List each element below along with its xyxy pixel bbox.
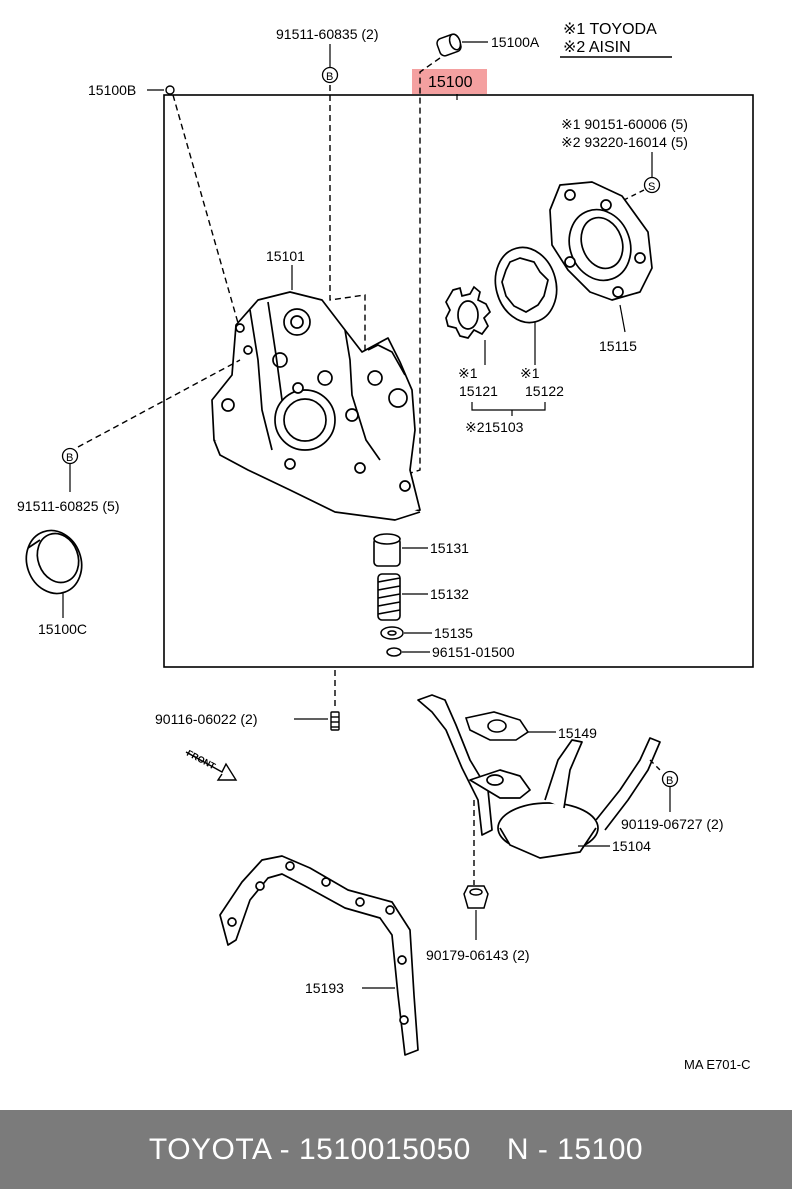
label-stud[interactable]: 90116-06022 (2) — [155, 711, 257, 727]
legend-note-toyoda: ※1 TOYODA — [563, 21, 657, 38]
mark-b-top-letter: B — [326, 71, 333, 83]
part-15100B-icon — [165, 85, 175, 95]
label-96151[interactable]: 96151-01500 — [432, 644, 515, 660]
gasket-15193 — [219, 855, 419, 1056]
dash-bolt-side — [77, 359, 241, 448]
oil-seal-15100C — [25, 529, 83, 595]
assembly-highlight — [412, 69, 487, 94]
stud-icon — [330, 711, 340, 731]
label-bolt-b2[interactable]: 90119-06727 (2) — [621, 816, 723, 832]
label-15121-mark: ※1 — [458, 365, 478, 381]
pump-cover-15115 — [549, 181, 653, 301]
bracket-15103 — [471, 402, 546, 416]
label-15103[interactable]: ※215103 — [465, 419, 524, 435]
driven-rotor-15122 — [494, 246, 558, 324]
nut-icon — [463, 885, 489, 909]
clip-96151 — [386, 647, 402, 657]
label-15104[interactable]: 15104 — [612, 838, 651, 854]
plug-15100A-icon — [436, 33, 462, 57]
label-15100A[interactable]: 15100A — [491, 34, 540, 50]
retainer-15135 — [380, 626, 404, 640]
mark-b-side — [61, 447, 79, 465]
mark-s-letter: S — [648, 181, 655, 193]
label-15101[interactable]: 15101 — [266, 248, 305, 264]
relief-valve-15131 — [373, 533, 401, 567]
legend-note-aisin: ※2 AISIN — [563, 39, 631, 56]
diagram-code: MA E701-C — [684, 1057, 750, 1072]
label-15122-mark: ※1 — [520, 365, 540, 381]
label-15100C[interactable]: 15100C — [38, 621, 87, 637]
mark-s — [643, 176, 661, 194]
footer-part-number: TOYOTA - 1510015050 — [148, 1132, 471, 1166]
pump-body-15101 — [211, 291, 421, 521]
spring-15132 — [377, 573, 401, 621]
label-15121[interactable]: 15121 — [459, 383, 498, 399]
footer-bar: TOYOTA - 1510015050 N - 15100 — [0, 1110, 792, 1189]
label-15100B[interactable]: 15100B — [88, 82, 136, 98]
label-15135[interactable]: 15135 — [434, 625, 473, 641]
label-front: FRONT — [185, 748, 218, 772]
mark-b-strainer — [661, 770, 679, 788]
label-15122[interactable]: 15122 — [525, 383, 564, 399]
assembly-frame — [163, 94, 754, 668]
label-15131[interactable]: 15131 — [430, 540, 469, 556]
label-bolt-side[interactable]: 91511-60825 (5) — [17, 498, 119, 514]
gasket-15149 — [464, 711, 530, 741]
dash-bolt-top — [329, 85, 366, 360]
mark-b-top — [321, 66, 339, 84]
label-15149[interactable]: 15149 — [558, 725, 597, 741]
label-15100[interactable]: 15100 — [428, 74, 473, 91]
dash-15100B — [172, 94, 241, 331]
leader-15115 — [619, 304, 626, 333]
footer-assembly-number: N - 15100 — [506, 1132, 644, 1166]
strainer-15104 — [417, 694, 661, 859]
drive-rotor-15121 — [445, 285, 492, 339]
label-15132[interactable]: 15132 — [430, 586, 469, 602]
label-screw-toyoda[interactable]: ※1 90151-60006 (5) — [561, 116, 688, 132]
label-bolt-top[interactable]: 91511-60835 (2) — [276, 26, 378, 42]
oil-pump-exploded-diagram: ※1 TOYODA ※2 AISIN 15100 15100A 15100B 9… — [17, 21, 754, 1072]
label-15193[interactable]: 15193 — [305, 980, 344, 996]
mark-b-side-letter: B — [66, 452, 73, 464]
dash-bolt-b2 — [649, 759, 663, 773]
front-arrow-icon: FRONT — [185, 748, 238, 781]
label-screw-aisin[interactable]: ※2 93220-16014 (5) — [561, 134, 688, 150]
label-nut[interactable]: 90179-06143 (2) — [426, 947, 530, 963]
mark-b-strainer-letter: B — [666, 775, 673, 787]
label-15115[interactable]: 15115 — [599, 338, 637, 354]
